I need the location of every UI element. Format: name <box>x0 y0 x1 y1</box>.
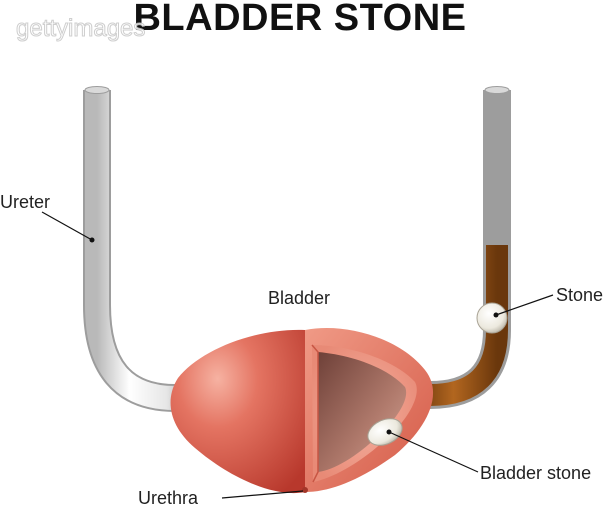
stone-leader <box>495 294 554 316</box>
ureter-stone <box>476 302 508 334</box>
bladder-stone <box>367 418 403 446</box>
ureter-leader-dot <box>89 237 95 243</box>
right-ureter <box>418 86 511 409</box>
label-bladder-stone: Bladder stone <box>480 463 591 483</box>
ureter-leader <box>41 211 93 241</box>
label-bladder: Bladder <box>268 288 330 308</box>
bladder-stone-leader <box>388 431 479 473</box>
diagram-title: BLADDER STONE <box>133 0 466 39</box>
bladder-stone-leader-dot <box>386 429 392 435</box>
bladder <box>170 327 434 494</box>
label-stone: Stone <box>556 285 603 305</box>
left-ureter <box>83 86 190 412</box>
stone-leader-dot <box>493 312 499 318</box>
watermark: gettyimages <box>16 15 145 42</box>
label-urethra: Urethra <box>138 488 199 508</box>
label-ureter: Ureter <box>0 192 50 212</box>
urethra-leader <box>221 490 304 499</box>
